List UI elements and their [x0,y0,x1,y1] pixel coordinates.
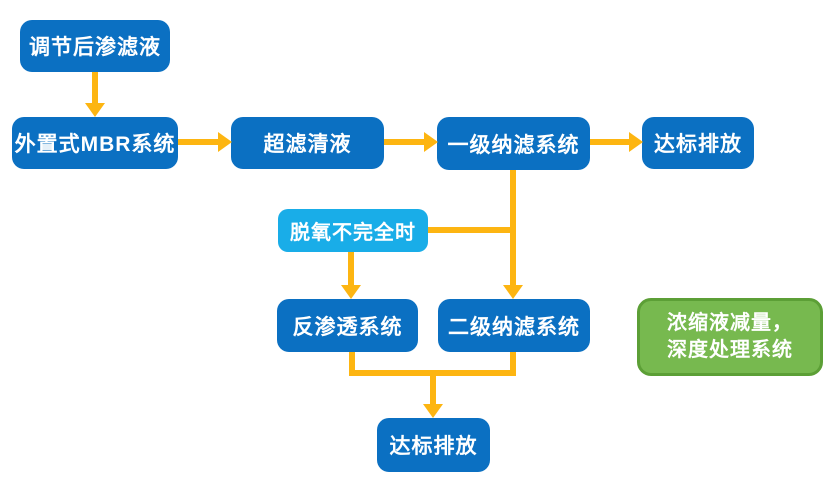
node-concentrate-reduction-line2: 深度处理系统 [667,339,793,361]
arrow-deoxygen-to-ro-shaft [348,252,354,285]
node-uf-clear-liquid: 超滤清液 [231,117,384,169]
node-uf-clear-liquid-label: 超滤清液 [263,133,352,156]
arrow-merge-to-discharge-shaft [430,376,436,404]
arrow-nf1-to-nf2-head [503,285,523,299]
node-external-mbr-system: 外置式MBR系统 [12,117,178,169]
arrow-adjusted-to-mbr-shaft [92,72,98,103]
node-discharge-bottom-label: 达标排放 [389,435,478,458]
node-discharge-top: 达标排放 [642,117,754,169]
node-nf-stage1-system: 一级纳滤系统 [437,117,590,170]
node-reverse-osmosis-system-label: 反渗透系统 [292,315,403,339]
node-concentrate-reduction-note: 浓缩液减量， 深度处理系统 [637,298,823,376]
connector-nf2-down-segment [510,352,516,376]
node-nf-stage1-system-label: 一级纳滤系统 [447,133,580,157]
node-reverse-osmosis-system: 反渗透系统 [277,299,418,352]
connector-merge-horizontal-segment [349,370,516,376]
arrow-uf-to-nf1-shaft [384,139,424,145]
node-deoxygen-incomplete-label: 脱氧不完全时 [290,222,416,244]
arrow-mbr-to-uf-shaft [178,139,218,145]
node-adjusted-leachate-label: 调节后渗滤液 [29,36,161,59]
node-adjusted-leachate: 调节后渗滤液 [20,20,170,72]
connector-deoxygen-to-nf-line [428,227,516,233]
node-nf-stage2-system-label: 二级纳滤系统 [448,315,580,339]
arrow-mbr-to-uf-head [218,132,232,152]
arrow-deoxygen-to-ro-head [341,285,361,299]
arrow-adjusted-to-mbr-head [85,103,105,117]
node-discharge-top-label: 达标排放 [654,133,742,156]
arrow-merge-to-discharge-head [423,404,443,418]
arrow-uf-to-nf1-head [424,132,438,152]
node-nf-stage2-system: 二级纳滤系统 [438,299,590,352]
node-concentrate-reduction-line1: 浓缩液减量， [667,312,793,334]
node-discharge-bottom: 达标排放 [377,418,490,472]
arrow-nf1-to-discharge-head [629,132,643,152]
arrow-nf1-to-discharge-shaft [590,139,629,145]
node-deoxygen-incomplete: 脱氧不完全时 [278,209,428,252]
node-external-mbr-system-label: 外置式MBR系统 [14,133,176,156]
connector-ro-down-segment [349,352,355,376]
